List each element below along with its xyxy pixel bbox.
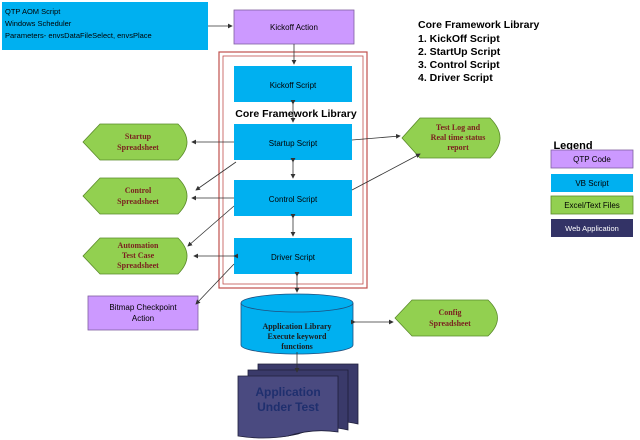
control-script-node[interactable] — [234, 180, 352, 216]
control-spreadsheet-line-2: Spreadsheet — [117, 197, 159, 206]
test-log-line-3: report — [447, 143, 469, 152]
control-script-label: Control Script — [269, 195, 318, 204]
legend-label-web: Web Application — [565, 224, 619, 233]
legend-swatch-web — [551, 219, 633, 237]
bitmap-action-line-1: Bitmap Checkpoint — [109, 303, 177, 312]
edge-control-testlog — [351, 153, 421, 191]
legend-label-excel: Excel/Text Files — [564, 201, 620, 210]
legend-swatch-excel — [550, 195, 634, 215]
legend-title: Legend — [553, 140, 592, 152]
driver-script-node[interactable] — [234, 238, 352, 274]
app-library-node[interactable]: Application Library Execute keyword func… — [240, 293, 354, 355]
info-line-1: QTP AOM Script — [5, 7, 61, 16]
app-under-test-line-2: Under Test — [257, 400, 319, 414]
edge-startup-testlog — [351, 133, 401, 141]
startup-script-label: Startup Script — [269, 139, 318, 148]
test-log-node[interactable]: Test Log and Real time status report — [401, 117, 501, 159]
kickoff-action-node[interactable]: Kickoff Action — [233, 9, 355, 45]
edge-driver-bitmap — [195, 263, 235, 305]
edge-startup-control-ss — [195, 161, 237, 191]
framework-list-title: Core Framework Library — [418, 19, 540, 31]
config-spreadsheet-line-2: Spreadsheet — [429, 319, 471, 328]
legend-label-vb: VB Script — [575, 179, 609, 188]
app-library-line-1: Application Library — [262, 322, 331, 331]
bitmap-action-node[interactable]: Bitmap Checkpoint Action — [87, 295, 199, 331]
startup-spreadsheet-line-1: Startup — [125, 132, 152, 141]
driver-script-label: Driver Script — [271, 253, 316, 262]
framework-list-item-4: 4. Driver Script — [418, 72, 493, 84]
control-spreadsheet-line-1: Control — [125, 186, 152, 195]
control-spreadsheet-node[interactable]: Control Spreadsheet — [82, 177, 188, 215]
app-library-line-2: Execute keyword — [268, 332, 327, 341]
info-box: QTP AOM Script Windows Scheduler Paramet… — [2, 2, 208, 50]
automation-spreadsheet-line-2: Test Case — [122, 251, 155, 260]
edge-control-automation — [187, 205, 235, 247]
startup-spreadsheet-node[interactable]: Startup Spreadsheet — [82, 123, 188, 161]
legend-label-qtp: QTP Code — [573, 155, 611, 164]
app-under-test-line-1: Application — [255, 385, 320, 399]
framework-list-item-1: 1. KickOff Script — [418, 33, 500, 45]
connectors — [187, 23, 421, 373]
automation-spreadsheet-node[interactable]: Automation Test Case Spreadsheet — [82, 237, 188, 275]
test-log-line-1: Test Log and — [436, 123, 481, 132]
framework-panel-title: Core Framework Library — [235, 108, 357, 120]
info-line-2: Windows Scheduler — [5, 19, 72, 28]
app-library-line-3: functions — [281, 342, 313, 351]
kickoff-script-node[interactable] — [234, 66, 352, 102]
legend-swatch-vb — [551, 174, 633, 192]
app-under-test-node[interactable]: Application Under Test — [237, 363, 359, 439]
legend: Legend QTP Code VB Script Excel/Text Fil… — [550, 140, 634, 237]
framework-list: Core Framework Library 1. KickOff Script… — [418, 19, 540, 84]
test-log-line-2: Real time status — [431, 133, 486, 142]
config-spreadsheet-line-1: Config — [438, 308, 461, 317]
config-spreadsheet-node[interactable]: Config Spreadsheet — [394, 299, 498, 337]
kickoff-script-label: Kickoff Script — [270, 81, 317, 90]
info-line-3: Parameters- envsDataFileSelect, envsPlac… — [5, 31, 152, 40]
legend-swatch-qtp — [550, 149, 634, 169]
framework-list-item-3: 3. Control Script — [418, 59, 500, 71]
kickoff-action-label: Kickoff Action — [270, 23, 318, 32]
automation-spreadsheet-line-3: Spreadsheet — [117, 261, 159, 270]
framework-list-item-2: 2. StartUp Script — [418, 46, 501, 58]
startup-spreadsheet-line-2: Spreadsheet — [117, 143, 159, 152]
automation-spreadsheet-line-1: Automation — [118, 241, 159, 250]
startup-script-node[interactable] — [234, 124, 352, 160]
bitmap-action-line-2: Action — [132, 314, 154, 323]
